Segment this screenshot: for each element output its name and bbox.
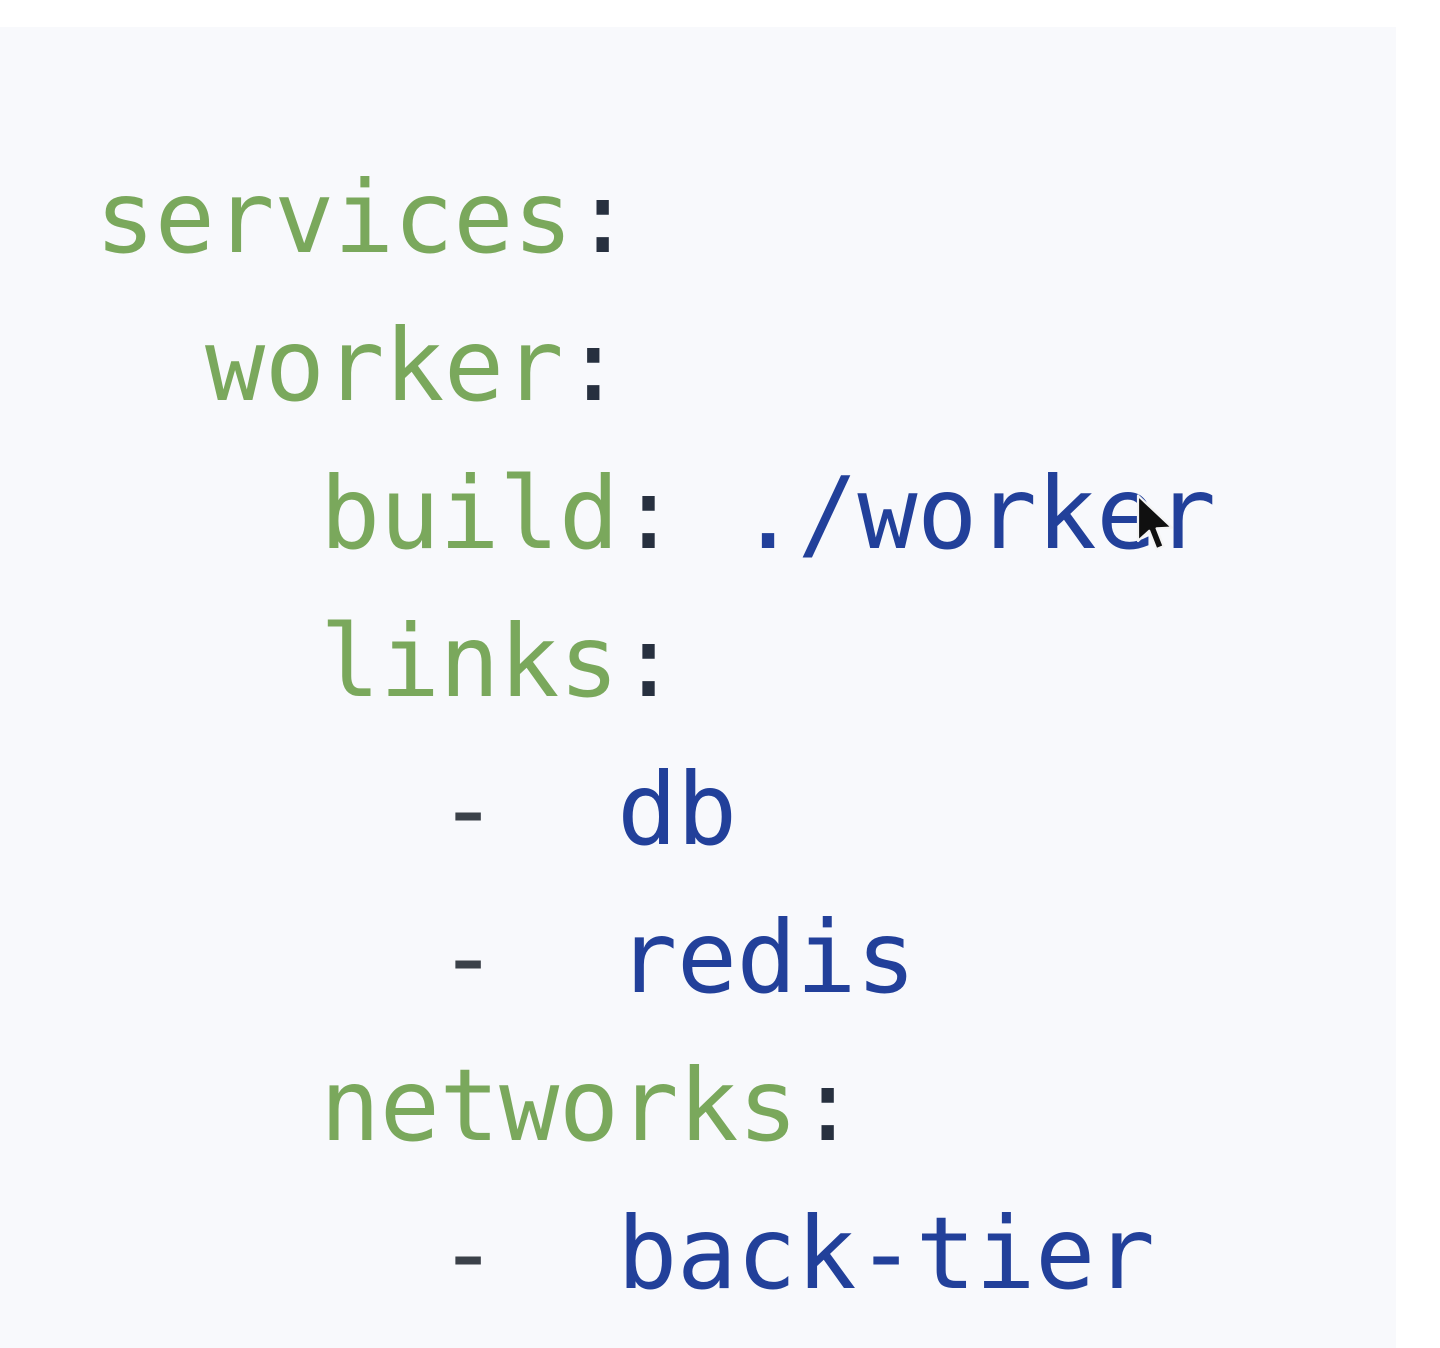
line-networks-item-back-tier[interactable]: - back-tier — [0, 1180, 1155, 1328]
line-links[interactable]: links: — [0, 588, 679, 736]
line-worker[interactable]: worker: — [0, 292, 623, 440]
yaml-value: ./worker — [737, 455, 1216, 572]
list-bullet-dash: - — [438, 899, 498, 1016]
yaml-colon: : — [797, 1047, 858, 1164]
token-space — [498, 1195, 617, 1312]
yaml-value: back-tier — [617, 1195, 1155, 1312]
line-networks[interactable]: networks: — [0, 1032, 858, 1180]
list-bullet-dash: - — [438, 751, 498, 868]
yaml-key: networks — [320, 1047, 798, 1164]
yaml-key: services — [95, 159, 573, 276]
yaml-key: links — [320, 603, 619, 720]
yaml-key: worker — [205, 307, 564, 424]
yaml-value: redis — [617, 899, 916, 1016]
yaml-key: build — [320, 455, 619, 572]
yaml-colon: : — [618, 603, 679, 720]
token-space — [498, 751, 617, 868]
yaml-colon: : — [563, 307, 623, 424]
line-services[interactable]: services: — [0, 144, 633, 292]
token-space — [678, 455, 738, 572]
yaml-value: db — [617, 751, 737, 868]
line-build[interactable]: build: ./worker — [0, 440, 1216, 588]
token-space — [498, 899, 617, 1016]
list-bullet-dash: - — [438, 1195, 498, 1312]
line-links-item-db[interactable]: - db — [0, 736, 737, 884]
yaml-colon: : — [572, 159, 633, 276]
line-links-item-redis[interactable]: - redis — [0, 884, 916, 1032]
yaml-colon: : — [618, 455, 679, 572]
